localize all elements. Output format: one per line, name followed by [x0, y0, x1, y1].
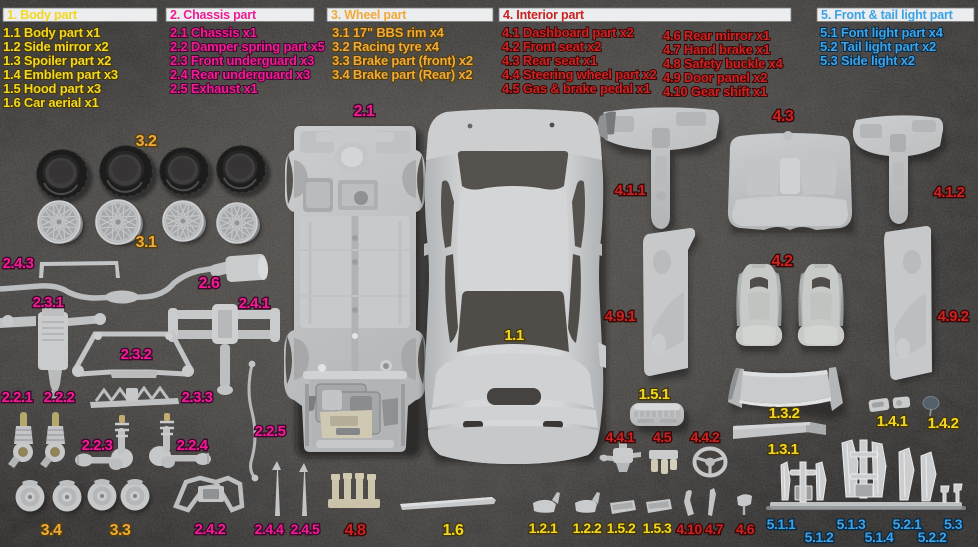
svg-text:2.1: 2.1 — [354, 103, 375, 120]
svg-text:4.3: 4.3 — [773, 108, 794, 125]
svg-text:2.4.5: 2.4.5 — [291, 521, 320, 537]
svg-text:4.1.2: 4.1.2 — [934, 184, 965, 201]
svg-text:5.2.2: 5.2.2 — [918, 529, 947, 545]
svg-text:2.3 Front underguard x3: 2.3 Front underguard x3 — [170, 53, 314, 68]
svg-text:1.4 Emblem part x3: 1.4 Emblem part x3 — [3, 67, 118, 82]
svg-text:4.5: 4.5 — [653, 429, 672, 445]
svg-text:2.4.1: 2.4.1 — [239, 295, 270, 312]
svg-text:5.1 Font light part x4: 5.1 Font light part x4 — [820, 25, 944, 40]
svg-text:3. Wheel part: 3. Wheel part — [331, 8, 407, 22]
svg-text:5.1.3: 5.1.3 — [837, 516, 866, 532]
svg-text:2.2.5: 2.2.5 — [255, 423, 286, 440]
svg-text:5.1.2: 5.1.2 — [805, 529, 834, 545]
svg-text:4.6: 4.6 — [736, 521, 755, 537]
svg-text:1. Body part: 1. Body part — [7, 8, 78, 22]
svg-text:5.3: 5.3 — [944, 516, 963, 532]
svg-text:2.2.4: 2.2.4 — [177, 437, 209, 454]
svg-text:4.10: 4.10 — [676, 521, 702, 537]
svg-text:1.5.3: 1.5.3 — [643, 520, 672, 536]
svg-text:2. Chassis part: 2. Chassis part — [170, 8, 257, 22]
svg-text:4.6 Rear mirror x1: 4.6 Rear mirror x1 — [663, 28, 770, 43]
svg-text:1.4.2: 1.4.2 — [928, 415, 959, 432]
svg-text:1.2.2: 1.2.2 — [573, 520, 602, 536]
svg-text:3.1 17" BBS rim x4: 3.1 17" BBS rim x4 — [332, 25, 445, 40]
svg-text:5.3 Side light x2: 5.3 Side light x2 — [820, 53, 915, 68]
svg-text:4.4.2: 4.4.2 — [691, 429, 720, 445]
svg-text:2.2.3: 2.2.3 — [82, 437, 113, 454]
svg-text:4.4 Steering wheel part x2: 4.4 Steering wheel part x2 — [502, 67, 656, 82]
svg-text:1.1 Body part x1: 1.1 Body part x1 — [3, 25, 100, 40]
svg-text:1.3 Spoiler part x2: 1.3 Spoiler part x2 — [3, 53, 111, 68]
svg-text:2.2 Damper spring part x5: 2.2 Damper spring part x5 — [170, 39, 325, 54]
svg-text:4.8 Safety buckle x4: 4.8 Safety buckle x4 — [663, 56, 784, 71]
svg-text:2.4.4: 2.4.4 — [255, 521, 284, 537]
svg-text:4.5 Gas & brake pedal x1: 4.5 Gas & brake pedal x1 — [502, 81, 650, 96]
svg-text:4.9.2: 4.9.2 — [938, 308, 969, 325]
svg-text:2.4.2: 2.4.2 — [195, 521, 226, 538]
svg-text:5.1.4: 5.1.4 — [865, 529, 894, 545]
svg-text:1.3.2: 1.3.2 — [769, 405, 800, 422]
svg-text:2.3.3: 2.3.3 — [182, 389, 213, 406]
svg-text:4. Interior part: 4. Interior part — [503, 8, 585, 22]
svg-text:3.4 Brake part (Rear) x2: 3.4 Brake part (Rear) x2 — [332, 67, 472, 82]
svg-text:1.5.2: 1.5.2 — [607, 520, 636, 536]
svg-text:4.7: 4.7 — [705, 521, 724, 537]
svg-text:5.2 Tail light part x2: 5.2 Tail light part x2 — [820, 39, 936, 54]
svg-text:4.1 Dashboard part x2: 4.1 Dashboard part x2 — [502, 25, 634, 40]
svg-text:4.2 Front seat x2: 4.2 Front seat x2 — [502, 39, 601, 54]
svg-text:1.6 Car aerial x1: 1.6 Car aerial x1 — [3, 95, 99, 110]
svg-text:5.1.1: 5.1.1 — [767, 516, 796, 532]
svg-text:2.3.1: 2.3.1 — [33, 294, 64, 311]
svg-text:1.6: 1.6 — [443, 522, 464, 539]
svg-text:3.2: 3.2 — [136, 133, 157, 150]
svg-text:1.5 Hood part x3: 1.5 Hood part x3 — [3, 81, 101, 96]
svg-text:4.3 Rear seat x1: 4.3 Rear seat x1 — [502, 53, 597, 68]
svg-text:1.1: 1.1 — [504, 327, 524, 344]
svg-text:4.10 Gear shift x1: 4.10 Gear shift x1 — [663, 84, 767, 99]
svg-text:4.9 Door panel x2: 4.9 Door panel x2 — [663, 70, 767, 85]
svg-text:4.4.1: 4.4.1 — [606, 429, 635, 445]
svg-text:4.8: 4.8 — [345, 522, 366, 539]
svg-text:3.3: 3.3 — [110, 522, 131, 539]
svg-text:1.4.1: 1.4.1 — [877, 413, 908, 430]
svg-text:2.4.3: 2.4.3 — [3, 255, 34, 272]
svg-text:2.5 Exhaust x1: 2.5 Exhaust x1 — [170, 81, 258, 96]
svg-text:4.7 Hand brake x1: 4.7 Hand brake x1 — [663, 42, 770, 57]
svg-text:3.4: 3.4 — [41, 522, 62, 539]
svg-text:2.1 Chassis x1: 2.1 Chassis x1 — [170, 25, 257, 40]
svg-text:2.3.2: 2.3.2 — [121, 346, 152, 363]
svg-text:4.1.1: 4.1.1 — [615, 182, 646, 199]
svg-text:1.5.1: 1.5.1 — [639, 386, 670, 403]
svg-text:4.9.1: 4.9.1 — [605, 308, 636, 325]
svg-text:2.2.2: 2.2.2 — [44, 389, 75, 406]
svg-text:3.2 Racing tyre x4: 3.2 Racing tyre x4 — [332, 39, 440, 54]
svg-text:1.3.1: 1.3.1 — [768, 441, 799, 458]
svg-text:5.2.1: 5.2.1 — [893, 516, 922, 532]
svg-text:4.2: 4.2 — [772, 253, 793, 270]
svg-text:5. Front & tail light part: 5. Front & tail light part — [821, 8, 954, 22]
svg-text:3.3 Brake part (front) x2: 3.3 Brake part (front) x2 — [332, 53, 473, 68]
svg-text:3.1: 3.1 — [136, 234, 157, 251]
svg-text:2.6: 2.6 — [199, 275, 220, 292]
svg-text:1.2 Side mirror x2: 1.2 Side mirror x2 — [3, 39, 109, 54]
svg-text:2.4 Rear underguard x3: 2.4 Rear underguard x3 — [170, 67, 310, 82]
svg-text:1.2.1: 1.2.1 — [529, 520, 558, 536]
svg-text:2.2.1: 2.2.1 — [2, 389, 33, 406]
